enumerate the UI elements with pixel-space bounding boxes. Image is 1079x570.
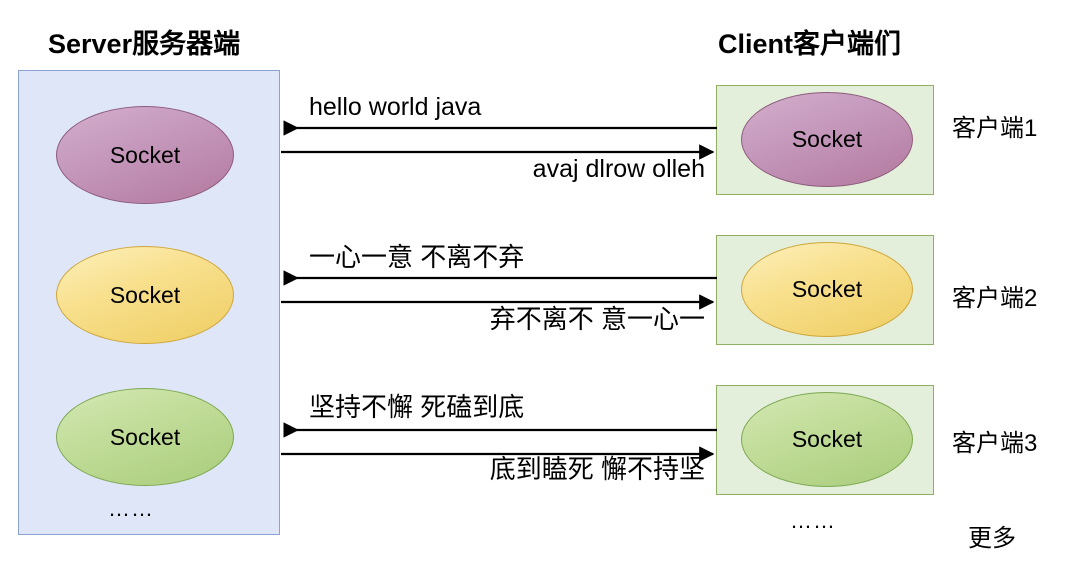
server-socket-3: Socket <box>56 388 234 486</box>
message-exchange-1: hello world java avaj dlrow olleh <box>281 88 717 193</box>
exchange-arrows-2 <box>281 270 717 310</box>
exchange-arrows-1 <box>281 120 717 160</box>
client-label-2: 客户端2 <box>952 285 1038 312</box>
server-socket-3-label: Socket <box>109 423 181 450</box>
server-socket-2-label: Socket <box>109 281 181 308</box>
client-socket-1-label: Socket <box>791 126 863 152</box>
client-ellipsis: …… <box>790 508 836 533</box>
message-to-client-3: 底到瞌死 懈不持坚 <box>489 454 705 484</box>
server-socket-1: Socket <box>56 106 234 204</box>
client-socket-2-label: Socket <box>791 276 863 302</box>
client-socket-3: Socket <box>741 392 913 487</box>
exchange-arrows-3 <box>281 422 717 462</box>
server-ellipsis: …… <box>108 496 154 521</box>
message-exchange-2: 一心一意 不离不弃 弃不离不 意一心一 <box>281 238 717 343</box>
message-exchange-3: 坚持不懈 死磕到底 底到瞌死 懈不持坚 <box>281 388 717 493</box>
client-socket-3-label: Socket <box>791 426 863 452</box>
server-column-title: Server服务器端 <box>48 29 241 59</box>
message-to-server-3: 坚持不懈 死磕到底 <box>309 392 525 422</box>
message-to-server-2: 一心一意 不离不弃 <box>309 242 525 272</box>
client-label-1: 客户端1 <box>952 115 1038 142</box>
message-to-client-2: 弃不离不 意一心一 <box>489 304 705 334</box>
client-label-3: 客户端3 <box>952 430 1038 457</box>
client-socket-2: Socket <box>741 242 913 337</box>
server-socket-1-label: Socket <box>109 141 181 168</box>
client-socket-1: Socket <box>741 92 913 187</box>
message-to-client-1: avaj dlrow olleh <box>532 155 705 183</box>
server-socket-2: Socket <box>56 246 234 344</box>
client-column-title: Client客户端们 <box>718 29 902 59</box>
more-clients-label: 更多 <box>968 525 1016 552</box>
message-to-server-1: hello world java <box>309 93 482 121</box>
